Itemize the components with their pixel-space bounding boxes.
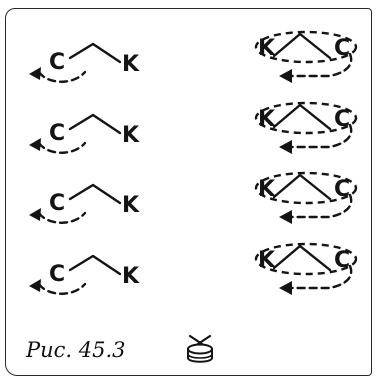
left-diagram-row-1: C K [25, 32, 165, 94]
right-molecule-graphic-1 [254, 30, 358, 83]
right-c-letter-1: C [334, 36, 351, 61]
right-diagram-row-4: K C [250, 242, 380, 306]
left-c-letter-1: C [49, 50, 66, 75]
figure-frame [5, 8, 372, 376]
left-c-letter-2: C [49, 121, 66, 146]
right-molecule-graphic-2 [254, 101, 358, 154]
left-k-letter-3: K [122, 193, 140, 218]
right-k-letter-1: K [258, 36, 276, 61]
right-k-letter-4: K [258, 248, 276, 273]
right-molecule-graphic-3 [254, 171, 358, 224]
right-diagram-row-1: K C [250, 30, 380, 94]
left-molecule-graphic-4 [29, 254, 122, 295]
left-k-letter-1: K [122, 52, 140, 77]
left-diagram-row-3: C K [25, 173, 165, 235]
right-c-letter-4: C [334, 248, 351, 273]
left-diagram-row-4: C K [25, 244, 165, 306]
left-c-letter-3: C [49, 191, 66, 216]
right-diagram-row-2: K C [250, 101, 380, 165]
left-molecule-graphic-2 [29, 113, 122, 154]
drum-icon [187, 334, 213, 363]
left-diagram-row-2: C K [25, 103, 165, 165]
left-c-letter-4: C [49, 262, 66, 287]
right-diagram-row-3: K C [250, 171, 380, 235]
left-molecule-graphic-1 [29, 42, 122, 83]
right-c-letter-2: C [334, 107, 351, 132]
right-k-letter-2: K [258, 107, 276, 132]
left-k-letter-2: K [122, 123, 140, 148]
right-c-letter-3: C [334, 177, 351, 202]
right-molecule-graphic-4 [254, 242, 358, 295]
left-k-letter-4: K [122, 264, 140, 289]
left-molecule-graphic-3 [29, 183, 122, 224]
right-k-letter-3: K [258, 177, 276, 202]
figure-caption: Рис. 45.3 [26, 338, 126, 362]
